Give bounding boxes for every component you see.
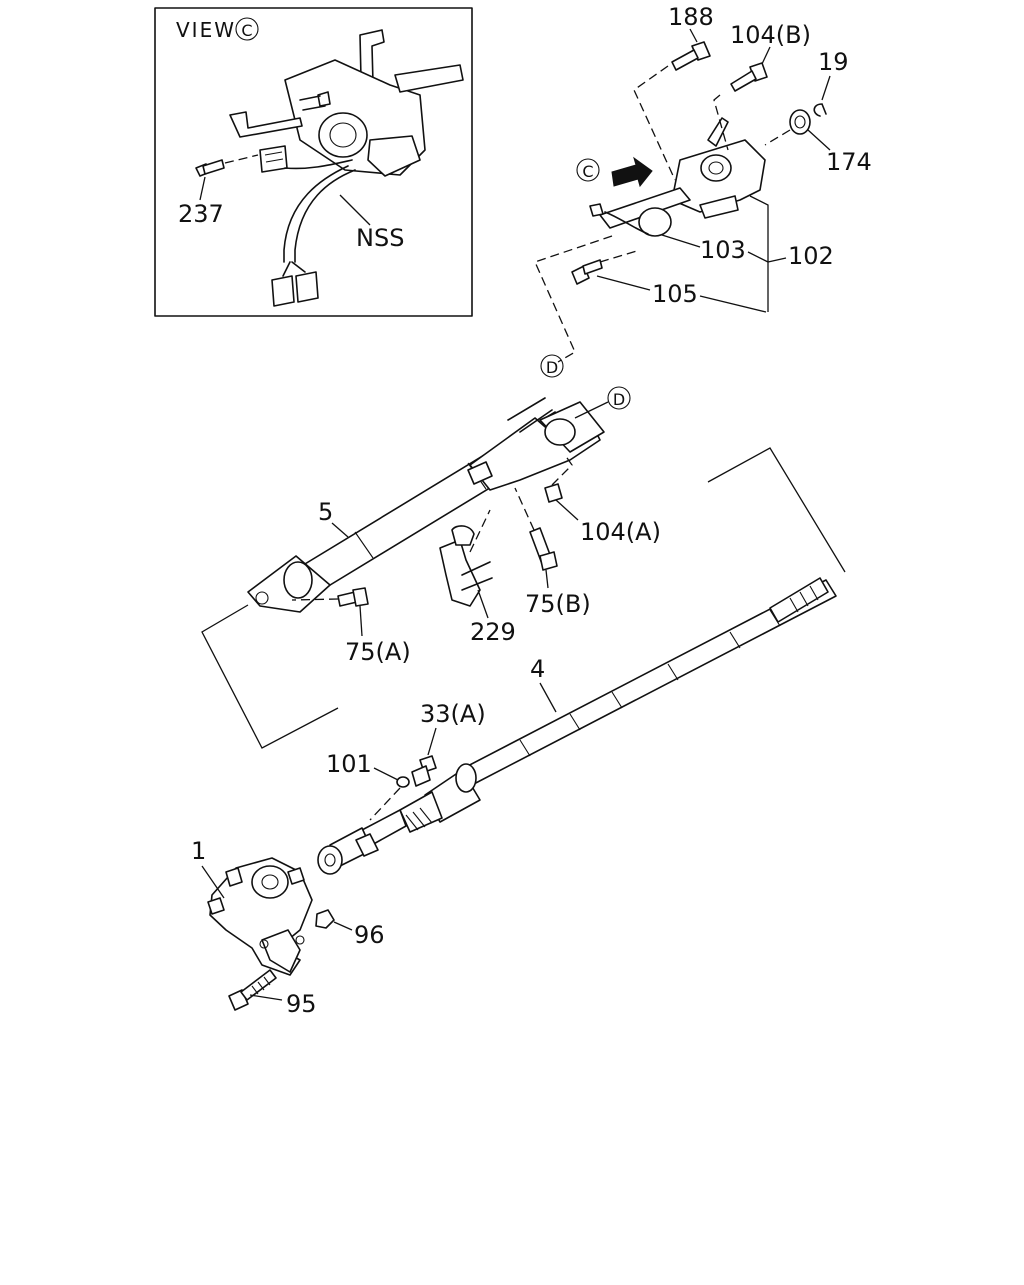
label-229: 229 — [470, 618, 516, 646]
callout-d-mid-circle — [607, 386, 631, 410]
label-188: 188 — [668, 3, 714, 31]
bolt-104a — [544, 454, 573, 503]
bracket-229 — [439, 509, 493, 607]
label-95: 95 — [286, 990, 317, 1018]
label-101: 101 — [326, 750, 372, 778]
bolt-104b — [713, 62, 768, 151]
callout-c-letter: C — [582, 162, 593, 181]
label-174: 174 — [826, 148, 872, 176]
label-103: 103 — [700, 236, 746, 264]
label-1: 1 — [191, 837, 206, 865]
label-102: 102 — [788, 242, 834, 270]
callout-d-mid-letter: D — [613, 390, 625, 409]
intermediate-shaft-4 — [317, 577, 837, 875]
label-105: 105 — [652, 280, 698, 308]
inset-ref-letter: C — [241, 21, 252, 40]
label-4: 4 — [530, 655, 545, 683]
label-5: 5 — [318, 498, 333, 526]
bolt-75b — [514, 487, 558, 571]
label-75b: 75(B) — [525, 590, 591, 618]
steering-column-5 — [247, 397, 605, 613]
label-19: 19 — [818, 48, 849, 76]
inset-frame — [154, 7, 473, 317]
bushing-174 — [764, 109, 811, 146]
lock-housing-assembly — [589, 117, 766, 237]
callout-d-upper-circle — [540, 354, 564, 378]
label-104b: 104(B) — [730, 21, 811, 49]
steering-gearbox-1 — [207, 857, 313, 976]
label-237: 237 — [178, 200, 224, 228]
view-direction-arrow — [611, 156, 653, 188]
callout-d-upper-letter: D — [546, 358, 558, 377]
inset-column-assembly — [229, 29, 464, 307]
label-75a: 75(A) — [345, 638, 411, 666]
washer-101 — [396, 776, 410, 788]
label-nss: NSS — [356, 224, 404, 252]
inset-ref-circle — [235, 17, 259, 41]
frame-line-left — [201, 604, 339, 749]
label-104a: 104(A) — [580, 518, 661, 546]
bolt-237 — [195, 154, 259, 201]
inset-title: VIEW — [176, 18, 236, 42]
bolt-105 — [534, 235, 641, 363]
label-96: 96 — [354, 921, 385, 949]
inset-view-c: VIEW C — [154, 7, 473, 317]
callout-c-circle — [576, 158, 600, 182]
bolt-75a — [291, 587, 369, 607]
bolt-188 — [633, 41, 711, 181]
clip-19 — [813, 103, 827, 117]
bolt-33a — [411, 755, 437, 787]
frame-line-right — [707, 447, 846, 573]
nut-96 — [315, 909, 335, 929]
bolt-95 — [228, 969, 277, 1011]
label-33a: 33(A) — [420, 700, 486, 728]
